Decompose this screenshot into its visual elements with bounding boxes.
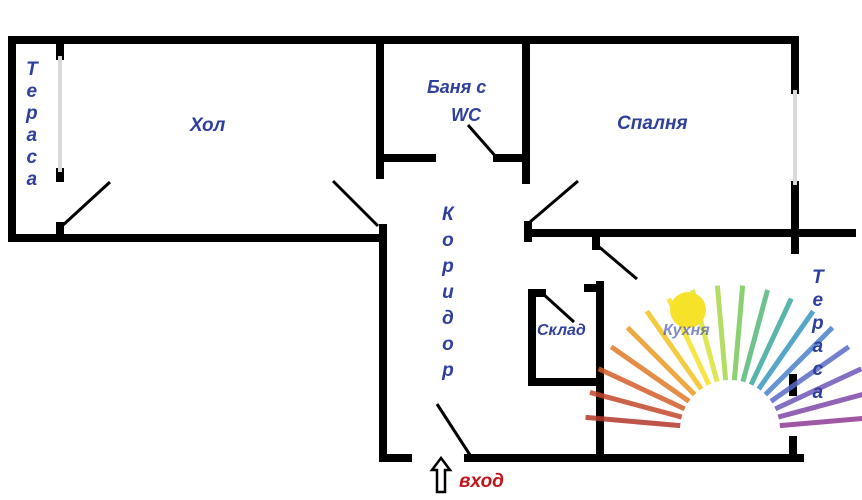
fan-ray (748, 297, 794, 386)
label-letter: а (812, 336, 824, 357)
fan-ray (714, 285, 729, 381)
label-letter: Т (812, 267, 824, 288)
entrance-label: вход (459, 471, 504, 492)
fan-ray (625, 325, 697, 397)
fan-ray (763, 325, 835, 397)
door-storage (540, 291, 576, 324)
fan-ray (644, 309, 704, 391)
label-letter: е (812, 290, 824, 311)
label-letter: а (812, 382, 824, 403)
door-terrace-left (60, 180, 112, 228)
label-storage: Склад (537, 322, 586, 339)
label-letter: о (442, 334, 454, 355)
doors (60, 124, 638, 456)
fan-ray (777, 392, 862, 420)
label-hall: Хол (190, 115, 226, 136)
fan-ray (597, 366, 686, 412)
label-bathroom-line2: WC (451, 105, 481, 125)
up-arrow-icon (429, 455, 453, 494)
label-letter: р (442, 360, 454, 381)
label-letter: д (442, 308, 454, 329)
label-letter: р (26, 103, 38, 124)
door-bedroom (529, 179, 579, 224)
fan-ray (779, 415, 862, 429)
fan-ray (756, 309, 816, 391)
windows (58, 56, 797, 185)
label-letter: с (812, 359, 824, 380)
label-letter: и (442, 282, 454, 303)
door-bathroom (466, 124, 499, 159)
label-bedroom: Спалня (617, 113, 688, 134)
label-kitchen: Кухня (663, 322, 710, 339)
fan-ray (731, 285, 746, 381)
door-hall (331, 179, 380, 228)
fan-ray (609, 344, 691, 404)
label-letter: а (26, 125, 38, 146)
label-letter: а (26, 169, 38, 190)
label-bathroom-line1: Баня с (427, 77, 487, 97)
fan-ray (774, 366, 862, 412)
label-letter: о (442, 230, 454, 251)
fan-ray (589, 390, 683, 420)
label-letter: е (26, 81, 38, 102)
label-letter: р (812, 313, 824, 334)
label-letter: Т (26, 59, 38, 80)
fan-sun (670, 292, 706, 328)
fan-ray (585, 414, 681, 429)
fan-ray (740, 289, 770, 383)
rainbow-fan-icon (585, 285, 862, 429)
door-kitchen (597, 244, 638, 281)
walls (8, 36, 856, 462)
fan-ray (769, 344, 851, 404)
label-letter: р (442, 256, 454, 277)
door-entrance (435, 403, 472, 456)
label-letter: К (442, 204, 454, 225)
label-letter: с (26, 147, 38, 168)
